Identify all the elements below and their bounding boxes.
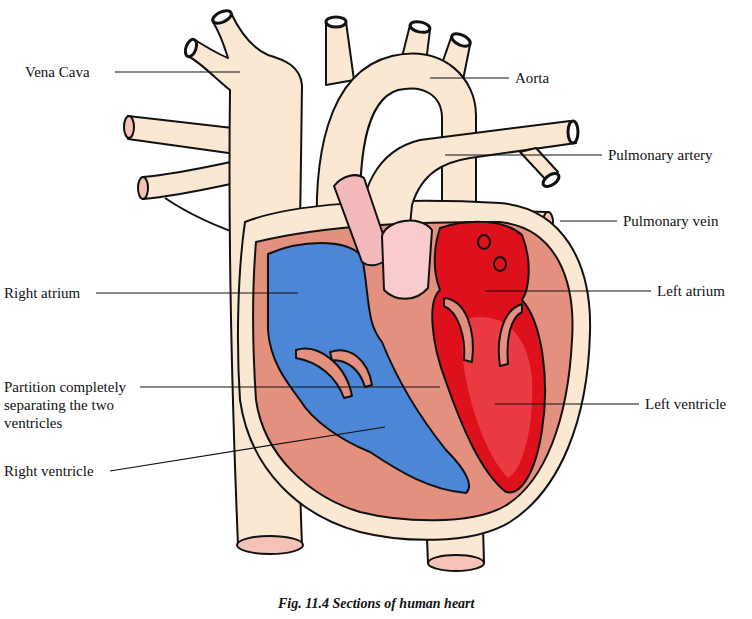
part-label: Partition completely separating the two … (4, 378, 139, 432)
vessel-opening (237, 536, 303, 554)
part-label: Left ventricle (645, 395, 726, 413)
vessel-opening (450, 31, 472, 49)
aorta-branch (326, 22, 354, 85)
heart-outer (238, 201, 590, 540)
vessel-opening (409, 20, 431, 34)
vessel-opening (326, 17, 346, 27)
leader-lines (96, 72, 651, 471)
figure-caption: Fig. 11.4 Sections of human heart (278, 596, 474, 612)
valve-flap (499, 304, 522, 366)
leader-line (560, 220, 617, 221)
leader-line (96, 292, 298, 293)
valve-flap (444, 298, 473, 362)
vessel-opening (138, 177, 148, 199)
part-label: Right ventricle (4, 462, 94, 480)
leader-line (485, 290, 651, 291)
part-label: Pulmonary vein (623, 212, 718, 230)
aortic-valve (382, 221, 432, 299)
leader-line (445, 154, 602, 155)
heart (238, 121, 590, 540)
part-label: Pulmonary artery (608, 146, 713, 164)
part-label: Right atrium (4, 284, 80, 302)
vessel-opening (541, 171, 561, 190)
vessel-opening (124, 116, 134, 138)
leader-line (110, 427, 385, 471)
vein-opening (494, 257, 506, 271)
vein-opening (478, 235, 490, 249)
vessel-opening (183, 38, 199, 58)
part-label: Left atrium (657, 282, 725, 300)
vessel-opening (428, 555, 484, 571)
vessel-opening (568, 121, 578, 143)
leader-line (115, 71, 240, 72)
part-label: Aorta (515, 69, 549, 87)
vessel-opening (211, 8, 233, 26)
leader-line (495, 403, 639, 404)
leader-line (430, 77, 509, 78)
part-label: Vena Cava (25, 63, 90, 81)
left-chambers (432, 222, 545, 493)
valve-flap (330, 350, 372, 387)
leader-line (140, 386, 440, 387)
